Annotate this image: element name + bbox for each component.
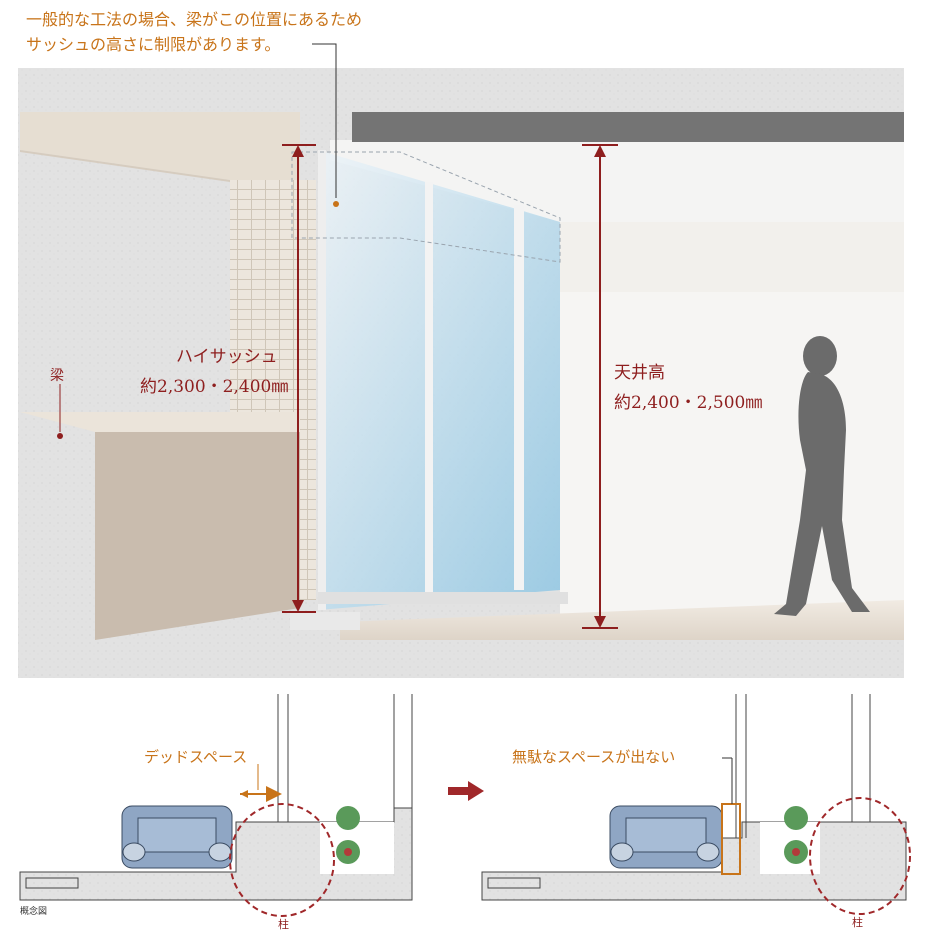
beam-outside: [20, 112, 300, 224]
interior-ceiling: [330, 140, 904, 222]
plan-right-window-frame: [487, 877, 541, 889]
balcony-ledge: [290, 612, 360, 630]
transition-arrow: [448, 781, 484, 801]
interior-beam: [560, 222, 904, 292]
sash-frame-left: [318, 150, 326, 610]
parapet-top: [20, 412, 300, 432]
pillar-circle-left: [229, 803, 335, 917]
plan-left: [19, 694, 413, 917]
pillar-circle-right: [809, 797, 911, 915]
ceiling-beam-dark: [352, 112, 904, 142]
ceiling-dimension: [582, 144, 618, 629]
plan-right: [481, 694, 911, 915]
sash-frame-mid: [425, 182, 433, 592]
dead-space-label: デッドスペース: [144, 748, 247, 766]
caption: 概念図: [20, 905, 47, 917]
sofa-right: [609, 805, 723, 869]
no-waste-highlight: [721, 803, 741, 875]
beam-underside: [20, 150, 230, 182]
sash-dimension: [282, 144, 316, 613]
annotation-line2: サッシュの高さに制限があります。: [26, 35, 280, 54]
plant-right: [784, 806, 808, 864]
no-waste-label: 無駄なスペースが出ない: [512, 748, 675, 766]
annotation-line1: 一般的な工法の場合、梁がこの位置にあるため: [26, 10, 362, 29]
sash-glass: [318, 150, 560, 610]
balcony-parapet: [95, 432, 300, 640]
leader-dot: [333, 201, 339, 207]
beam-dot: [57, 433, 63, 439]
high-sash-value: 約2,300・2,400㎜: [140, 377, 288, 397]
pillar-label-left: 柱: [278, 917, 289, 931]
beam-label: 梁: [50, 368, 64, 384]
sofa-left: [121, 805, 233, 869]
plan-left-window-frame: [25, 877, 79, 889]
sash-sill: [318, 592, 568, 604]
conventional-beam-outline: [291, 151, 561, 263]
person-silhouette: [774, 336, 870, 616]
sash-frame-right: [514, 205, 524, 590]
interior-floor: [340, 600, 904, 640]
annotation-leader: [312, 43, 337, 198]
room-section-illustration: [18, 68, 904, 678]
ceiling-value: 約2,400・2,500㎜: [614, 393, 762, 413]
plant-left: [336, 806, 360, 864]
pillar-label-right: 柱: [852, 915, 863, 929]
ceiling-title: 天井高: [614, 363, 665, 383]
high-sash-title: ハイサッシュ: [176, 347, 278, 367]
